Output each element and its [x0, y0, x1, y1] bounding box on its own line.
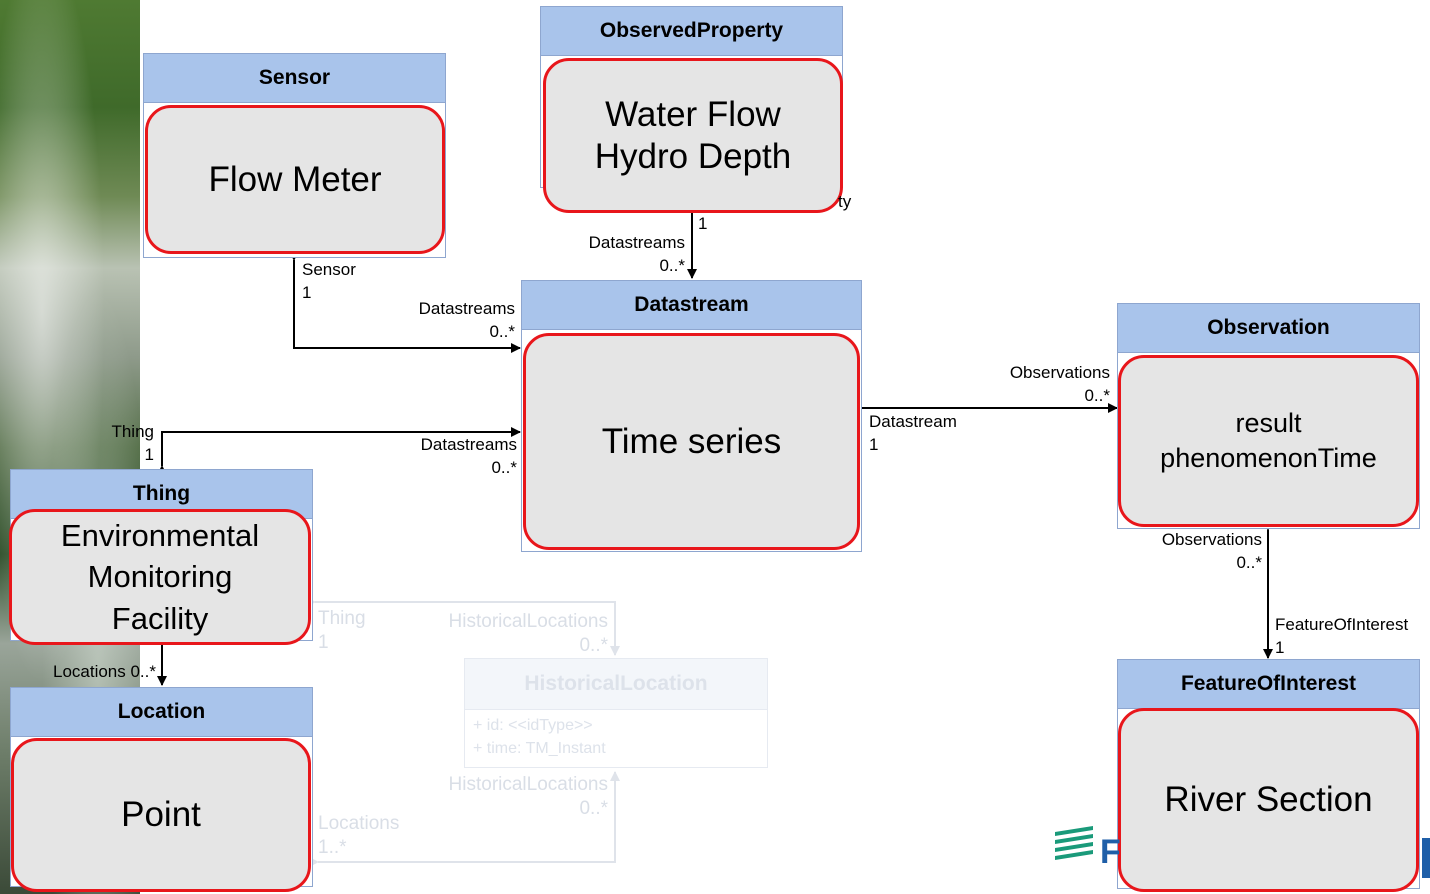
op-datastreams-label: Datastreams — [588, 233, 685, 252]
historical-location-attr-time: + time: TM_Instant — [473, 740, 606, 757]
sensor-callout: Flow Meter — [145, 105, 445, 254]
location-callout: Point — [11, 738, 311, 892]
logo-stripes-icon — [1055, 826, 1093, 860]
sensor-title: Sensor — [144, 54, 445, 103]
location-locations-label: Locations 0..* — [52, 662, 156, 681]
feature-of-interest-callout: River Section — [1118, 708, 1419, 892]
feature-of-interest-title: FeatureOfInterest — [1118, 660, 1419, 709]
obs-datastream-label: Datastream — [869, 412, 957, 431]
obs-observations-label: Observations — [1009, 363, 1110, 382]
sensor-one-label: 1 — [302, 283, 312, 302]
hist-location-connector — [309, 771, 620, 867]
logo-text: F — [1100, 833, 1121, 871]
historical-location-class: HistoricalLocation + id: <<idType>> + ti… — [464, 658, 768, 768]
historical-location-title: HistoricalLocation — [465, 659, 767, 710]
hist-locations-top-label: HistoricalLocations — [448, 611, 608, 632]
thing-role-label: Thing — [111, 422, 154, 441]
hist-thing-one: 1 — [318, 632, 329, 653]
thing-datastream-connector — [157, 427, 521, 475]
sensor-datastream-connector — [289, 251, 521, 353]
obs-observations-mult: 0..* — [1084, 386, 1110, 405]
op-one-label: 1 — [698, 214, 708, 233]
sensor-datastreams-label: Datastreams — [418, 299, 515, 318]
observation-callout: result phenomenonTime — [1118, 355, 1419, 527]
foi-observations-label: Observations — [1161, 530, 1262, 549]
foi-one-label: 1 — [1275, 638, 1285, 657]
hist-locations-bottom-mult: 0..* — [579, 798, 608, 819]
sensor-role-label: Sensor — [302, 260, 356, 279]
observed-property-callout: Water Flow Hydro Depth — [543, 58, 843, 213]
location-title: Location — [11, 688, 312, 737]
hist-loc-locations-label: Locations — [318, 813, 400, 834]
hist-locations-top-mult: 0..* — [579, 635, 608, 656]
foi-observations-mult: 0..* — [1236, 553, 1262, 572]
observation-title: Observation — [1118, 304, 1419, 353]
op-datastreams-mult: 0..* — [659, 256, 685, 275]
hist-thing-label: Thing — [318, 608, 366, 629]
logo-right-mark — [1422, 838, 1430, 878]
sensor-datastreams-mult: 0..* — [489, 322, 515, 341]
thing-one-label: 1 — [144, 445, 154, 464]
foi-role-label: FeatureOfInterest — [1275, 615, 1409, 634]
hist-loc-locations-mult: 1..* — [318, 837, 347, 858]
datastream-callout: Time series — [523, 333, 860, 550]
hist-thing-connector — [306, 597, 620, 656]
datastream-title: Datastream — [522, 281, 861, 330]
hist-locations-bottom-label: HistoricalLocations — [448, 774, 608, 795]
observed-property-title: ObservedProperty — [541, 7, 842, 56]
obs-datastream-one: 1 — [869, 435, 879, 454]
op-partial-label: ty — [838, 192, 852, 211]
thing-datastreams-label: Datastreams — [420, 435, 517, 454]
thing-datastreams-mult: 0..* — [491, 458, 517, 477]
historical-location-attr-id: + id: <<idType>> — [473, 717, 593, 734]
thing-callout: Environmental Monitoring Facility — [9, 509, 311, 645]
